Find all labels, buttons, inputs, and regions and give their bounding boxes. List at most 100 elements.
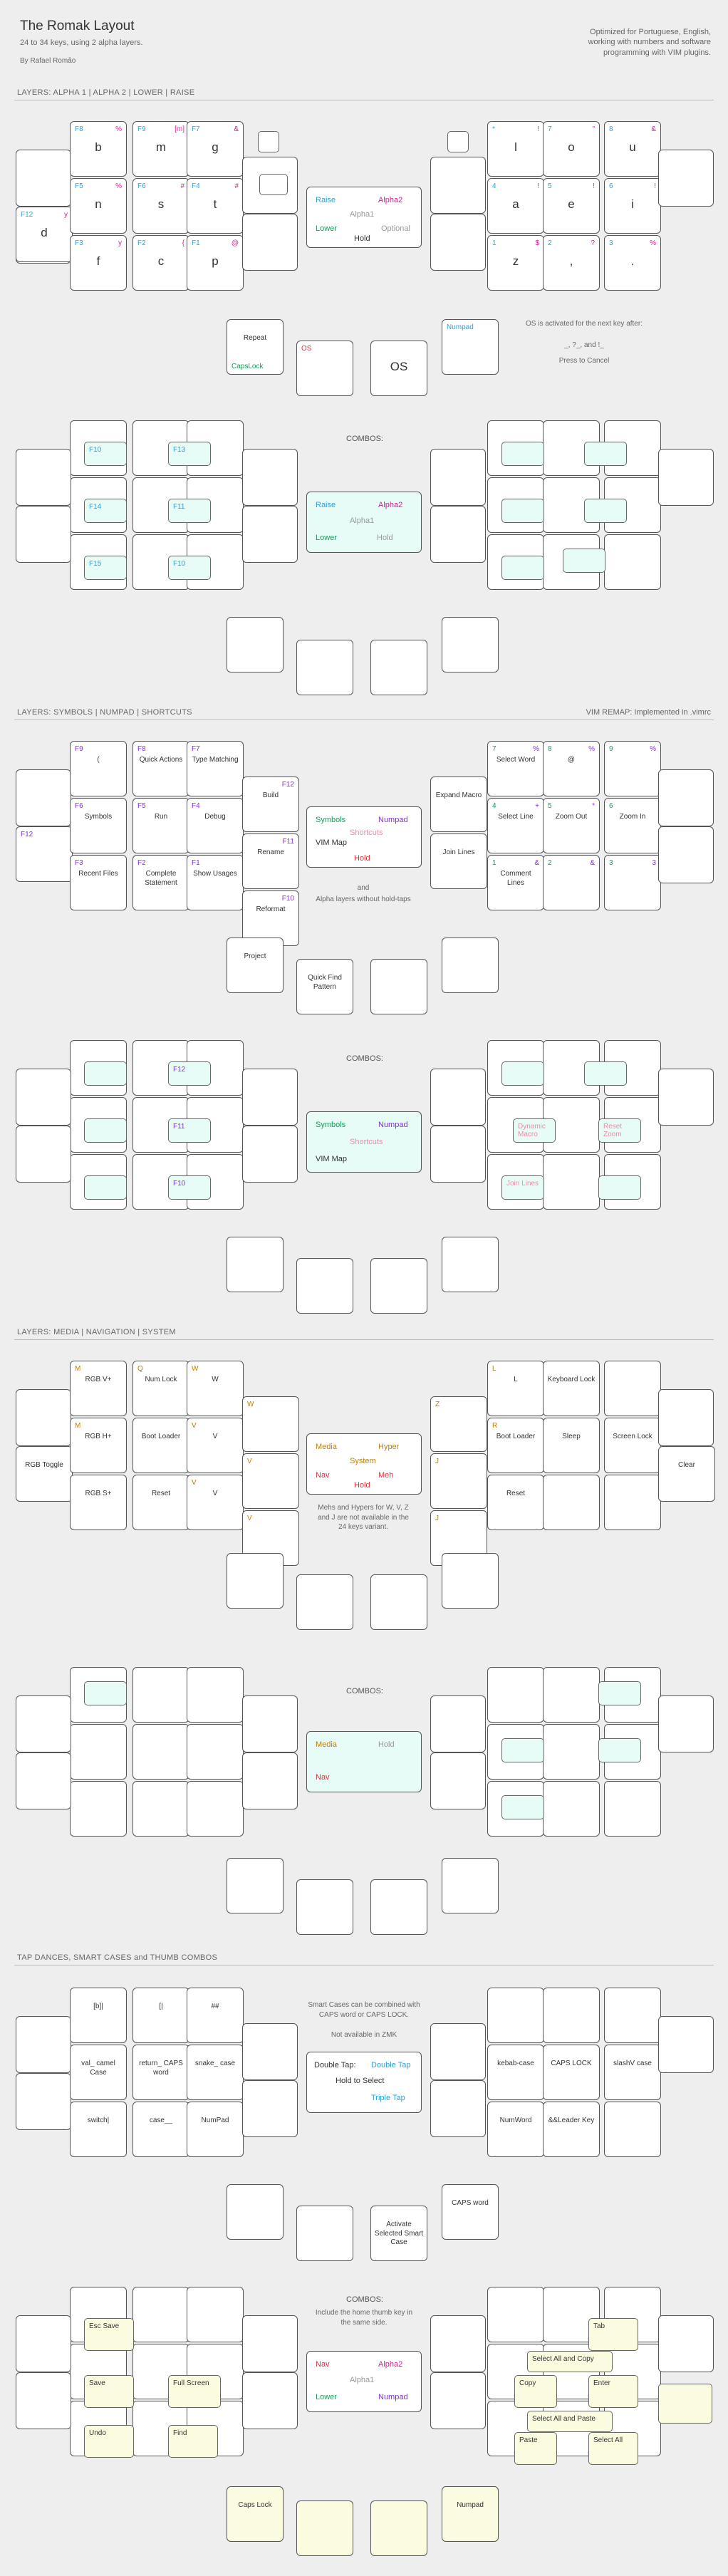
outer-key[interactable] <box>242 2372 298 2429</box>
combo-key[interactable]: Save <box>84 2375 134 2408</box>
outer-key[interactable] <box>430 506 486 563</box>
combo-base-key[interactable] <box>132 1781 189 1837</box>
thumb-key[interactable] <box>370 1258 427 1314</box>
combo-base-key[interactable] <box>70 1781 127 1837</box>
outer-key[interactable] <box>16 506 71 563</box>
combo-key[interactable]: Find <box>168 2425 218 2458</box>
outer-key[interactable] <box>16 1069 71 1126</box>
combo-key[interactable]: Paste <box>514 2432 557 2465</box>
system-key[interactable]: Sleep <box>543 1418 600 1473</box>
capslock-combo-key[interactable]: Caps Lock <box>227 2486 284 2542</box>
outer-key[interactable] <box>430 1695 486 1752</box>
combo-base-key[interactable] <box>543 1154 600 1210</box>
outer-key[interactable] <box>16 449 71 506</box>
combo-key[interactable]: Enter <box>588 2375 638 2408</box>
outer-key[interactable] <box>658 1695 714 1752</box>
project-key[interactable]: Project <box>227 938 284 993</box>
combo-key[interactable] <box>259 174 288 195</box>
smart-case-key[interactable]: NumPad <box>187 2102 244 2157</box>
combo-key[interactable] <box>447 131 469 152</box>
f12-key[interactable]: F12 <box>16 826 73 882</box>
outer-key[interactable] <box>16 1695 71 1752</box>
thumb-key[interactable] <box>227 617 284 672</box>
outer-key[interactable] <box>658 826 714 883</box>
outer-key[interactable] <box>430 214 486 271</box>
combo-key[interactable]: F10 <box>168 556 211 580</box>
smart-case-key[interactable]: CAPS LOCK <box>543 2045 600 2100</box>
smart-case-key[interactable]: snake_ case <box>187 2045 244 2100</box>
outer-key[interactable] <box>242 449 298 506</box>
outer-key[interactable] <box>430 2080 486 2137</box>
media-key[interactable]: RGB H+M <box>70 1418 127 1473</box>
outer-key[interactable] <box>658 2016 714 2073</box>
thumb-key[interactable] <box>370 1574 427 1630</box>
thumb-key[interactable] <box>227 1553 284 1609</box>
thumb-key[interactable] <box>442 1858 499 1913</box>
combo-base-key[interactable] <box>543 1781 600 1837</box>
outer-key[interactable] <box>16 150 71 207</box>
outer-key[interactable] <box>430 1752 486 1809</box>
media-key[interactable]: RGB V+M <box>70 1361 127 1416</box>
outer-key[interactable] <box>16 769 71 826</box>
combo-key[interactable] <box>501 556 544 580</box>
combo-key[interactable] <box>501 442 544 466</box>
media-key[interactable]: Reset <box>132 1475 189 1530</box>
combo-key[interactable]: F14 <box>84 499 127 523</box>
outer-key[interactable] <box>16 2016 71 2073</box>
combo-base-key[interactable] <box>604 534 661 590</box>
outer-key[interactable] <box>430 157 486 214</box>
combo-key[interactable]: Dynamic Macro <box>513 1118 556 1143</box>
smart-case-key[interactable] <box>604 1988 661 2043</box>
combo-key[interactable] <box>501 499 544 523</box>
outer-key[interactable] <box>658 150 714 207</box>
outer-key[interactable] <box>430 2023 486 2080</box>
key-,[interactable]: ,2? <box>543 235 600 291</box>
combo-key[interactable]: Esc Save <box>84 2318 134 2351</box>
system-key[interactable]: Screen Lock <box>604 1418 661 1473</box>
outer-key[interactable] <box>242 2080 298 2137</box>
smart-case-key[interactable]: return_ CAPS word <box>132 2045 189 2100</box>
system-key[interactable] <box>604 1475 661 1530</box>
outer-key[interactable] <box>658 1069 714 1126</box>
combo-base-key[interactable] <box>132 1667 189 1723</box>
smart-case-key[interactable]: slashV case <box>604 2045 661 2100</box>
smart-case-key[interactable]: NumWord <box>487 2102 544 2157</box>
combo-key[interactable]: Copy <box>514 2375 557 2408</box>
combo-key[interactable] <box>501 1795 544 1819</box>
combo-base-key[interactable] <box>187 1781 244 1837</box>
thumb-key[interactable] <box>296 1879 353 1935</box>
combo-base-key[interactable] <box>487 2287 544 2342</box>
num-key[interactable]: 9% <box>604 741 661 796</box>
thumb-key[interactable] <box>296 1574 353 1630</box>
combo-key[interactable]: F12 <box>168 1061 211 1086</box>
outer-key[interactable] <box>430 2372 486 2429</box>
outer-key[interactable] <box>16 2372 71 2429</box>
thumb-key[interactable] <box>442 1237 499 1292</box>
combo-base-key[interactable] <box>487 1667 544 1723</box>
outer-key[interactable] <box>242 2315 298 2372</box>
combo-key[interactable]: F15 <box>84 556 127 580</box>
combo-base-key[interactable] <box>70 1724 127 1780</box>
thumb-key[interactable] <box>442 617 499 672</box>
combo-key[interactable]: Reset Zoom <box>598 1118 641 1143</box>
